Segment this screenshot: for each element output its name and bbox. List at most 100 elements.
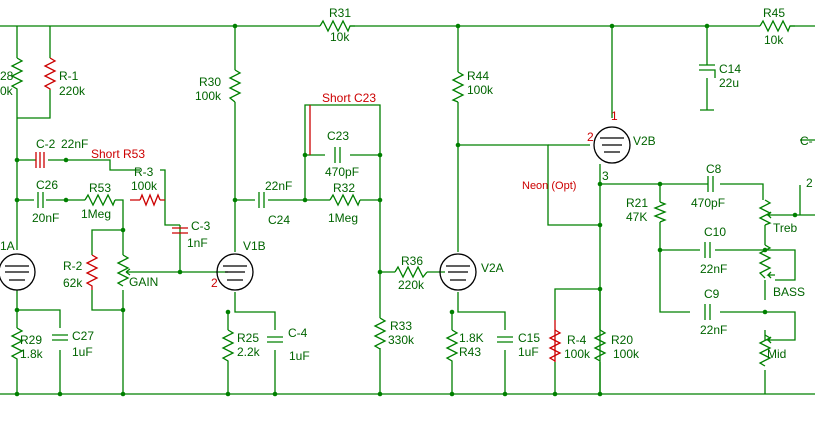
capacitor-c23 — [334, 147, 341, 163]
label-c26-value: 20nF — [32, 211, 59, 225]
label-r2-value: 62k — [63, 276, 83, 290]
label-c14-value: 22u — [719, 76, 739, 90]
label-r30: R30 — [199, 75, 221, 89]
label-r3: R-3 — [134, 165, 154, 179]
label-r32-value: 1Meg — [328, 211, 358, 225]
label-c23: C23 — [327, 129, 349, 143]
capacitor-c15 — [497, 336, 513, 343]
tube-v1a — [0, 253, 36, 291]
label-r21: R21 — [626, 196, 648, 210]
label-treb: Treb — [773, 221, 798, 235]
label-v2b-pin1: 1 — [611, 109, 618, 123]
label-c4: C-4 — [288, 326, 308, 340]
capacitor-c8 — [707, 176, 714, 192]
resistor-r1 — [43, 57, 57, 90]
label-c26: C26 — [36, 178, 58, 192]
label-c2: C-2 — [36, 137, 56, 151]
label-r29-value: 1.8k — [20, 347, 44, 361]
label-r25: R25 — [237, 331, 259, 345]
tube-v2a — [439, 253, 477, 291]
label-c27: C27 — [72, 329, 94, 343]
label-c14: C14 — [719, 62, 741, 76]
label-r28-value: 0k — [0, 84, 14, 98]
label-r20: R20 — [611, 333, 633, 347]
label-mid: Mid — [767, 347, 786, 361]
label-r20-value: 100k — [613, 347, 640, 361]
label-r36-value: 220k — [398, 278, 425, 292]
capacitor-c14 — [699, 64, 716, 78]
shorted-wires — [35, 105, 556, 362]
label-r28: 28 — [0, 69, 14, 83]
label-c3-value: 1nF — [187, 236, 208, 250]
pot-mid-wiper — [766, 336, 775, 344]
label-r31-value: 10k — [330, 30, 350, 44]
label-r2: R-2 — [63, 259, 83, 273]
label-r36: R36 — [401, 254, 423, 268]
resistor-r25 — [221, 329, 235, 365]
resistor-r32 — [329, 193, 361, 207]
label-v2b: V2B — [633, 134, 656, 148]
resistor-r4 — [548, 329, 562, 362]
capacitor-c2 — [39, 152, 45, 168]
label-v1a: 1A — [0, 239, 15, 253]
capacitor-c4 — [267, 336, 283, 343]
capacitor-c9 — [704, 304, 711, 320]
label-r32: R32 — [333, 181, 355, 195]
junctions — [14, 23, 798, 397]
resistor-r36 — [394, 265, 428, 279]
label-v2a: V2A — [481, 261, 504, 275]
pot-bass-wiper — [766, 271, 775, 279]
label-r4: R-4 — [567, 333, 587, 347]
tubes — [0, 126, 631, 291]
label-c9-value: 22nF — [700, 323, 727, 337]
capacitor-c26 — [37, 192, 44, 208]
label-c24: C24 — [268, 213, 290, 227]
resistors — [10, 19, 795, 365]
label-r33-value: 330k — [388, 333, 415, 347]
label-c10: C10 — [704, 225, 726, 239]
label-c2-value: 22nF — [61, 137, 88, 151]
capacitor-c10 — [704, 242, 711, 258]
label-c4-value: 1uF — [289, 349, 310, 363]
label-neon: Neon (Opt) — [522, 180, 576, 192]
label-r43: R43 — [459, 345, 481, 359]
label-c8: C8 — [706, 162, 722, 176]
label-c-right: C- — [800, 134, 813, 148]
label-c27-value: 1uF — [72, 345, 93, 359]
resistor-r31 — [319, 19, 355, 33]
label-v2b-pin2: 2 — [587, 130, 594, 144]
capacitor-c3 — [172, 227, 188, 234]
pot-treb — [758, 199, 772, 226]
tube-v1b — [216, 253, 254, 291]
label-c3: C-3 — [191, 219, 211, 233]
label-c10-value: 22nF — [700, 262, 727, 276]
component-labels: R31 10k R45 10k 28 0k R-1 220k R30 100k … — [0, 6, 813, 363]
label-r31: R31 — [329, 6, 351, 20]
label-r1: R-1 — [59, 69, 79, 83]
label-bass: BASS — [773, 285, 805, 299]
resistor-r3 — [139, 193, 161, 207]
label-r44: R44 — [467, 69, 489, 83]
label-r29: R29 — [20, 333, 42, 347]
label-r53: R53 — [89, 181, 111, 195]
label-r3-value: 100k — [131, 179, 158, 193]
capacitors — [37, 64, 716, 343]
label-short-r53: Short R53 — [91, 147, 145, 161]
label-r30-value: 100k — [195, 89, 222, 103]
resistor-r44 — [451, 71, 465, 103]
pot-treb-wiper — [766, 211, 775, 219]
label-short-c23: Short C23 — [322, 91, 376, 105]
label-r4-value: 100k — [564, 347, 591, 361]
resistor-r20 — [593, 329, 607, 362]
label-c8-value: 470pF — [691, 196, 725, 210]
label-c9: C9 — [704, 287, 720, 301]
pot-gain — [116, 254, 130, 287]
resistor-r43 — [445, 329, 459, 365]
resistor-r30 — [228, 69, 242, 103]
label-r33: R33 — [390, 319, 412, 333]
potentiometers — [116, 199, 775, 367]
label-c15-value: 1uF — [518, 345, 539, 359]
label-c23-value: 470pF — [325, 165, 359, 179]
label-right-2: 2 — [806, 176, 813, 190]
